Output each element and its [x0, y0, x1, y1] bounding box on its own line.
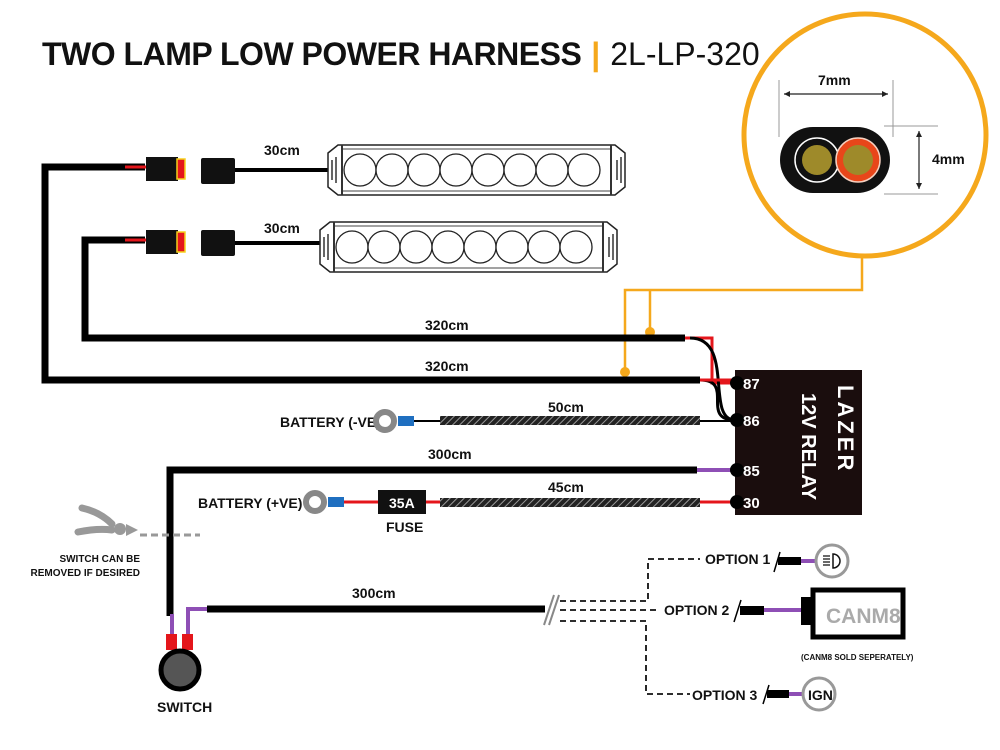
fuse: [378, 490, 426, 514]
relay-brand-logo: LAZER: [833, 385, 858, 474]
switch-button-icon[interactable]: [158, 648, 202, 692]
option-3[interactable]: OPTION 3 IGN: [692, 676, 837, 712]
lamp-2-lightbar: [319, 221, 618, 273]
lamp-2-connector-female: [146, 230, 178, 254]
title-separator: |: [591, 36, 601, 72]
lamp-2-main-wire-label: 320cm: [425, 317, 469, 333]
option-1[interactable]: OPTION 1: [705, 543, 850, 579]
relay-pin-87: 87: [743, 376, 760, 393]
canm8-note: (CANM8 SOLD SEPERATELY): [801, 653, 914, 662]
battery-positive-label: BATTERY (+VE): [198, 495, 302, 511]
relay-label: 12V RELAY: [797, 393, 819, 501]
fuse-label: FUSE: [386, 519, 423, 535]
ring-terminal-icon: [373, 409, 397, 433]
switch-feed-wire-label: 300cm: [428, 446, 472, 462]
cable-width-label: 7mm: [818, 72, 851, 88]
relay-pin-85: 85: [743, 463, 760, 480]
battery-negative-label: BATTERY (-VE): [280, 414, 381, 430]
power-wire-label: 45cm: [548, 479, 584, 495]
ring-terminal-icon: [303, 490, 327, 514]
cable-height-label: 4mm: [932, 151, 965, 167]
lamp-2-cable-label: 30cm: [264, 220, 300, 236]
option-3-label: OPTION 3: [692, 687, 758, 703]
lamp-1-lightbar: [327, 144, 626, 196]
lamp-2-connector-male: [201, 230, 235, 256]
lamp-1-cable-label: 30cm: [264, 142, 300, 158]
switch-note-line1: SWITCH CAN BE: [59, 554, 140, 565]
lamp-1-main-wire-label: 320cm: [425, 358, 469, 374]
relay-pin-30: 30: [743, 495, 760, 512]
canm8-device: [810, 587, 906, 640]
lamp-1: 30cm: [41, 142, 700, 384]
option-1-label: OPTION 1: [705, 551, 771, 567]
cutter-pliers-icon: [74, 504, 200, 537]
lamp-1-connector-male: [201, 158, 235, 184]
battery-negative-lead: BATTERY (-VE) 50cm: [280, 399, 735, 433]
option-2-label: OPTION 2: [664, 602, 730, 618]
battery-positive-lead: BATTERY (+VE) 35A FUSE 45cm: [198, 479, 735, 535]
lamp-1-connector-female: [146, 157, 178, 181]
switch-output-wire-label: 300cm: [352, 585, 396, 601]
title-main: TWO LAMP LOW POWER HARNESS: [42, 36, 582, 72]
switch[interactable]: SWITCH: [157, 607, 212, 715]
ign-label: IGN: [808, 687, 833, 703]
headlight-icon: [814, 543, 850, 579]
ground-wire-label: 50cm: [548, 399, 584, 415]
option-2[interactable]: OPTION 2 CANM8 (CANM8 SOLD SEPERATELY): [664, 587, 914, 662]
switch-note-line2: REMOVED IF DESIRED: [31, 568, 140, 579]
switch-label: SWITCH: [157, 699, 212, 715]
fuse-rating: 35A: [389, 495, 415, 511]
relay: 87 86 85 30: [730, 370, 862, 515]
lamp-2: 30cm: [81, 220, 735, 385]
canm8-device-label: CANM8: [826, 605, 901, 628]
page-title: TWO LAMP LOW POWER HARNESS | 2L-LP-320: [42, 34, 760, 74]
relay-pin-86: 86: [743, 413, 760, 430]
title-code: 2L-LP-320: [610, 36, 760, 72]
cable-detail-magnifier: 7mm 4mm: [620, 11, 989, 377]
